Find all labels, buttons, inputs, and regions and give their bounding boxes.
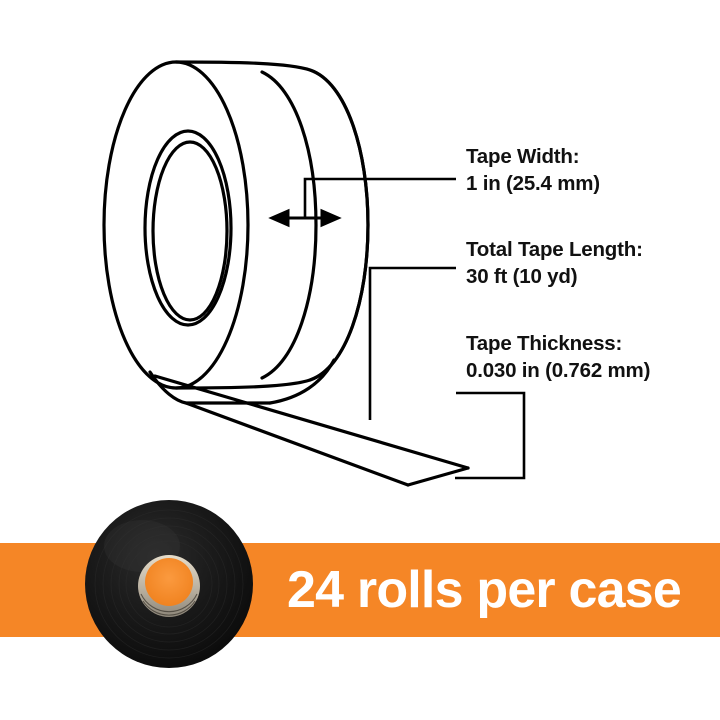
tape-tail-bottom-edge — [184, 401, 410, 487]
spec-total-tape-length-value: 30 ft (10 yd) — [466, 265, 578, 289]
tape-roll-core-liner-lines — [140, 593, 198, 616]
tape-tail-back-peel-edge — [268, 358, 336, 405]
spec-tape-thickness: Tape Thickness: 0.030 in (0.762 mm) — [466, 330, 716, 384]
tape-tail-top-edge — [153, 374, 470, 470]
roll-core-outer-ring — [143, 129, 233, 327]
spec-tape-width-value: 1 in (25.4 mm) — [466, 172, 600, 196]
black-electrical-tape-roll-photo — [85, 500, 253, 668]
roll-inner-wall-arc — [260, 70, 318, 380]
tape-width-arrowhead-left — [268, 208, 290, 228]
roll-core-inner-ring — [151, 140, 229, 322]
tape-tail-tip-edge — [406, 466, 470, 487]
roll-outline — [102, 60, 470, 487]
tape-thickness-leader — [455, 391, 526, 480]
spec-tape-thickness-value: 0.030 in (0.762 mm) — [466, 359, 651, 383]
tape-roll-core-opening — [145, 558, 193, 606]
spec-tape-width: Tape Width: 1 in (25.4 mm) — [466, 143, 716, 197]
roll-front-face-outer — [102, 60, 250, 390]
spec-tape-thickness-title: Tape Thickness: — [466, 332, 623, 355]
spec-total-tape-length: Total Tape Length: 30 ft (10 yd) — [466, 236, 716, 290]
tape-width-arrowhead-right — [320, 208, 342, 228]
tape-length-leader — [368, 266, 456, 420]
callout-leader-lines — [303, 177, 526, 480]
spec-tape-width-title: Tape Width: — [466, 145, 580, 168]
roll-back-face-arc — [308, 68, 370, 382]
rolls-per-case-label: 24 rolls per case — [287, 561, 682, 619]
tape-roll-winding-rings — [94, 509, 244, 659]
spec-total-tape-length-title: Total Tape Length: — [466, 238, 643, 261]
roll-body-top-sweep — [174, 60, 370, 390]
tape-width-leader — [303, 177, 456, 218]
